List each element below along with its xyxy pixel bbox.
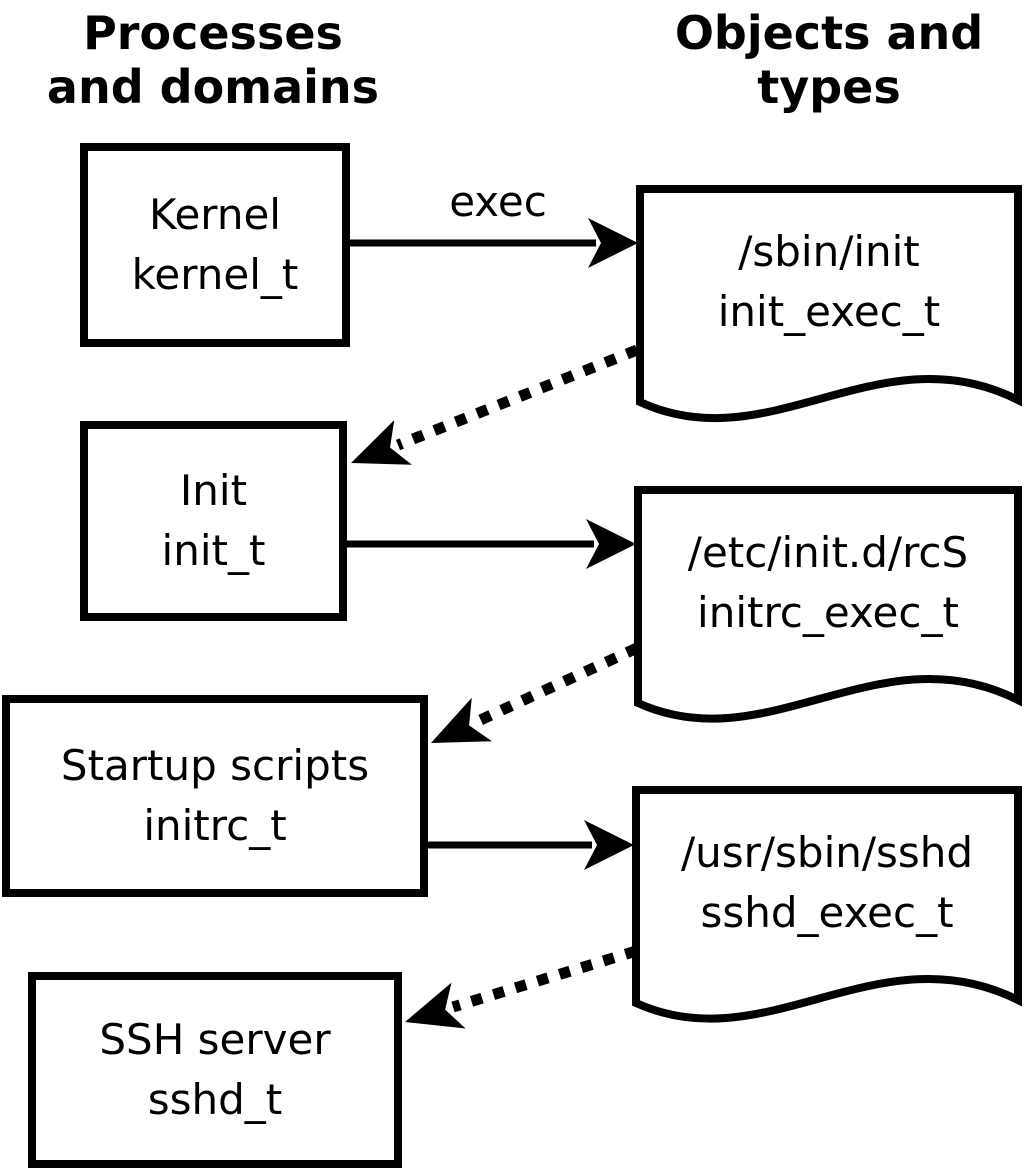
init-domain-box: Init init_t [80, 421, 347, 621]
header-line: Objects and [674, 6, 984, 60]
ssh-server-domain-box: SSH server sshd_t [28, 972, 402, 1168]
process-label: Startup scripts [60, 741, 370, 790]
document-shape-sbin-init [636, 185, 1022, 423]
header-line: and domains [46, 60, 380, 114]
transition-arrow-sshd-file-to-sshd-domain [405, 945, 638, 1029]
startup-scripts-domain-box: Startup scripts initrc_t [2, 695, 428, 897]
document-shape-usr-sbin-sshd [632, 786, 1022, 1023]
header-objects-and-types: Objects and types [635, 6, 1023, 114]
kernel-domain-box: Kernel kernel_t [80, 143, 350, 347]
transition-arrow-init-file-to-init-domain [351, 344, 640, 465]
domain-type-label: kernel_t [131, 250, 299, 299]
process-label: SSH server [99, 1015, 331, 1064]
header-line: types [757, 60, 901, 114]
header-processes-and-domains: Processes and domains [18, 6, 408, 114]
exec-arrow-init-to-rcs-file [347, 519, 636, 569]
exec-arrow-label: exec [449, 177, 547, 226]
process-label: Kernel [149, 190, 281, 239]
header-line: Processes [83, 6, 343, 60]
exec-arrow-startup-to-sshd-file [428, 820, 634, 870]
process-label: Init [179, 466, 248, 515]
transition-arrow-rcs-file-to-initrc-domain [431, 643, 640, 743]
domain-type-label: initrc_t [143, 801, 287, 850]
domain-type-label: init_t [161, 526, 266, 575]
document-shape-etc-initd-rcs [634, 486, 1022, 723]
exec-arrow-kernel-to-init-file [350, 218, 638, 268]
domain-type-label: sshd_t [147, 1075, 283, 1124]
